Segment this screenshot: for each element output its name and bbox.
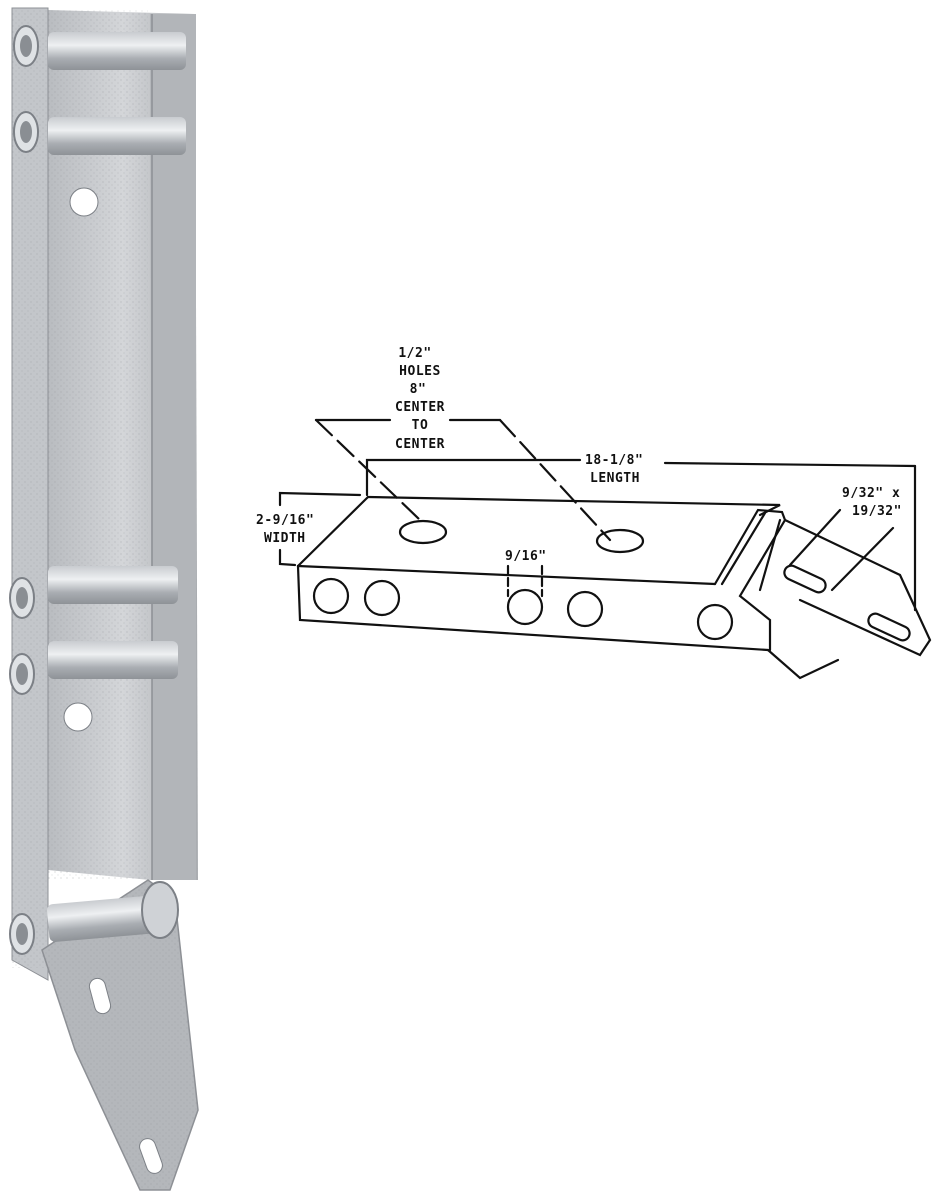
roller-4 bbox=[9, 641, 178, 695]
roller-2 bbox=[13, 111, 186, 155]
dimension-diagram: 1/2" HOLES 8" CENTER TO CENTER 18-1/8" L… bbox=[256, 346, 932, 680]
roller-5 bbox=[9, 881, 179, 955]
length-label: LENGTH bbox=[590, 471, 640, 486]
hole-note-line-5: TO bbox=[412, 418, 429, 433]
hole-spacing-label: 9/16" bbox=[505, 549, 547, 564]
hole-note-line-2: HOLES bbox=[399, 364, 441, 379]
width-value: 2-9/16" bbox=[256, 513, 314, 528]
hole-note-line-6: CENTER bbox=[395, 437, 445, 452]
length-value: 18-1/8" bbox=[585, 453, 643, 468]
hole-note-line-4: CENTER bbox=[395, 400, 445, 415]
width-label: WIDTH bbox=[264, 531, 306, 546]
slot-size-line-2: 19/32" bbox=[852, 504, 902, 519]
roller-1 bbox=[13, 25, 186, 70]
roller-3 bbox=[9, 566, 178, 619]
slot-size-line-1: 9/32" x bbox=[842, 486, 900, 501]
hole-note-line-3: 8" bbox=[410, 382, 427, 397]
hole-note-line-1: 1/2" bbox=[398, 346, 431, 361]
bracket-photo bbox=[9, 7, 199, 1191]
